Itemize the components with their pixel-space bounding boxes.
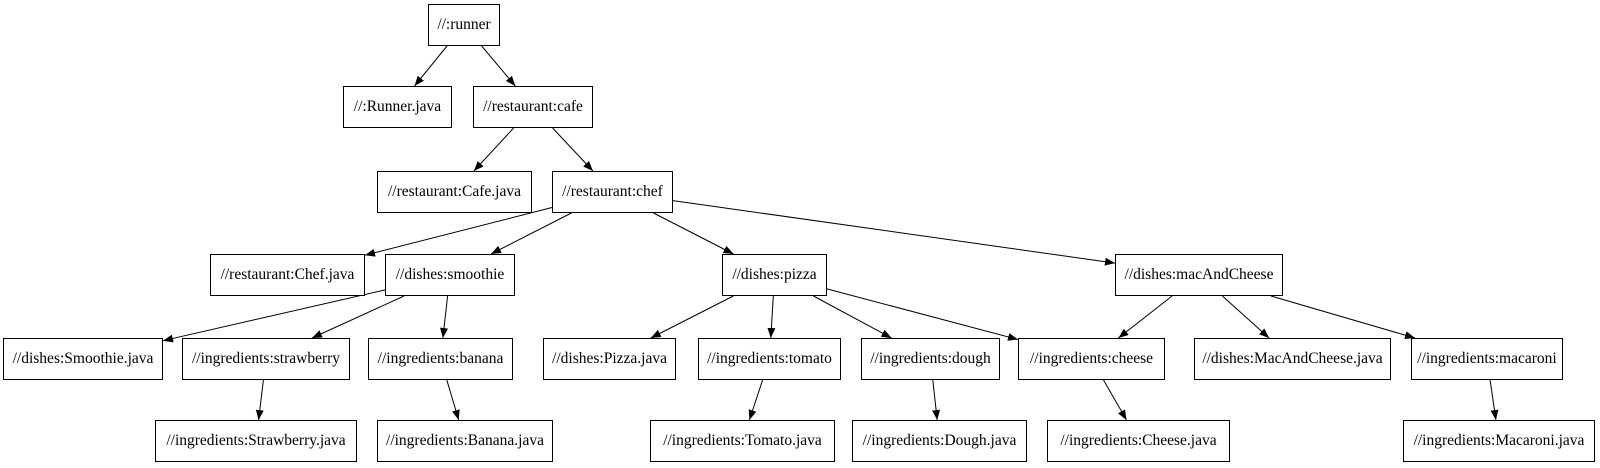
- graph-node-label: //ingredients:Tomato.java: [663, 432, 822, 449]
- graph-edge-pizza-to-cheese: [826, 288, 1019, 341]
- graph-edge-pizza-to-dough: [813, 295, 892, 339]
- graph-node-macaroni: //ingredients:macaroni: [1411, 338, 1563, 380]
- graph-edge-mac-and-cheese-to-macaroni: [1270, 295, 1416, 340]
- graph-edge-macaroni-to-macaroni-java: [1489, 379, 1499, 421]
- graph-node-mac-and-cheese: //dishes:macAndCheese: [1115, 254, 1283, 296]
- graph-node-cafe: //restaurant:cafe: [473, 86, 593, 128]
- graph-node-label: //dishes:Pizza.java: [552, 350, 667, 367]
- graph-edge-chef-to-chef-java: [364, 207, 553, 257]
- graph-edge-banana-to-banana-java: [446, 379, 460, 421]
- graph-node-label: //ingredients:Dough.java: [862, 432, 1017, 449]
- graph-node-label: //ingredients:Banana.java: [386, 432, 544, 449]
- graph-node-label: //dishes:Smoothie.java: [12, 350, 154, 367]
- graph-node-strawberry-java: //ingredients:Strawberry.java: [155, 420, 357, 462]
- graph-node-dough-java: //ingredients:Dough.java: [852, 420, 1027, 462]
- graph-edge-mac-and-cheese-to-cheese: [1118, 295, 1173, 339]
- graph-edge-runner-to-runner-java: [414, 45, 448, 87]
- graph-node-chef-java: //restaurant:Chef.java: [210, 254, 365, 296]
- graph-node-label: //ingredients:Cheese.java: [1060, 432, 1217, 449]
- graph-node-tomato-java: //ingredients:Tomato.java: [650, 420, 835, 462]
- graph-edge-chef-to-pizza: [653, 212, 734, 255]
- graph-node-label: //dishes:MacAndCheese.java: [1202, 350, 1383, 367]
- graph-node-label: //:Runner.java: [353, 98, 442, 115]
- graph-node-chef: //restaurant:chef: [552, 171, 673, 213]
- graph-node-banana: //ingredients:banana: [368, 338, 513, 380]
- graph-edge-chef-to-mac-and-cheese: [672, 200, 1116, 266]
- graph-edge-cafe-to-chef: [552, 127, 594, 172]
- graph-node-cafe-java: //restaurant:Cafe.java: [377, 171, 532, 213]
- graph-node-smoothie-java: //dishes:Smoothie.java: [3, 338, 163, 380]
- graph-node-label: //ingredients:macaroni: [1417, 350, 1557, 367]
- graph-node-label: //:runner: [437, 16, 491, 33]
- graph-node-label: //ingredients:Macaroni.java: [1413, 432, 1585, 449]
- graph-edge-tomato-to-tomato-java: [748, 379, 764, 421]
- graph-node-cheese: //ingredients:cheese: [1018, 338, 1165, 380]
- graph-node-label: //dishes:smoothie: [395, 266, 505, 283]
- graph-node-label: //restaurant:Chef.java: [220, 266, 355, 283]
- graph-edge-chef-to-smoothie: [490, 212, 572, 255]
- graph-node-pizza: //dishes:pizza: [722, 254, 827, 296]
- graph-node-label: //ingredients:dough: [870, 350, 991, 367]
- graph-node-smoothie: //dishes:smoothie: [385, 254, 515, 296]
- graph-edge-cafe-to-cafe-java: [473, 127, 514, 172]
- graph-node-label: //restaurant:cafe: [483, 98, 583, 115]
- graph-node-label: //ingredients:banana: [377, 350, 504, 367]
- graph-node-runner-java: //:Runner.java: [343, 86, 452, 128]
- graph-node-strawberry: //ingredients:strawberry: [182, 338, 350, 380]
- graph-edge-pizza-to-tomato: [767, 295, 776, 339]
- graph-edge-smoothie-to-banana: [440, 295, 449, 339]
- graph-edge-dough-to-dough-java: [932, 379, 941, 421]
- graph-edge-smoothie-to-strawberry: [311, 295, 405, 339]
- graph-node-label: //ingredients:Strawberry.java: [166, 432, 346, 449]
- graph-edge-cheese-to-cheese-java: [1103, 379, 1127, 421]
- graph-node-label: //dishes:macAndCheese: [1124, 266, 1274, 283]
- graph-node-label: //ingredients:cheese: [1029, 350, 1154, 367]
- graph-node-tomato: //ingredients:tomato: [698, 338, 841, 380]
- graph-node-pizza-java: //dishes:Pizza.java: [543, 338, 676, 380]
- graph-edge-mac-and-cheese-to-mac-and-cheese-java: [1222, 295, 1270, 339]
- graph-node-label: //restaurant:chef: [562, 183, 663, 200]
- graph-edge-smoothie-to-smoothie-java: [162, 289, 386, 343]
- graph-node-banana-java: //ingredients:Banana.java: [377, 420, 553, 462]
- graph-node-label: //ingredients:strawberry: [191, 350, 341, 367]
- graph-node-label: //dishes:pizza: [732, 266, 817, 283]
- graph-node-macaroni-java: //ingredients:Macaroni.java: [1403, 420, 1595, 462]
- graph-node-runner: //:runner: [428, 4, 500, 46]
- graph-edge-pizza-to-pizza-java: [650, 295, 734, 339]
- graph-node-label: //ingredients:tomato: [707, 350, 832, 367]
- graph-edge-runner-to-cafe: [481, 45, 516, 87]
- graph-node-dough: //ingredients:dough: [861, 338, 1000, 380]
- graph-node-cheese-java: //ingredients:Cheese.java: [1047, 420, 1230, 462]
- graph-edge-strawberry-to-strawberry-java: [255, 379, 264, 421]
- graph-node-mac-and-cheese-java: //dishes:MacAndCheese.java: [1194, 338, 1391, 380]
- graph-node-label: //restaurant:Cafe.java: [388, 183, 521, 200]
